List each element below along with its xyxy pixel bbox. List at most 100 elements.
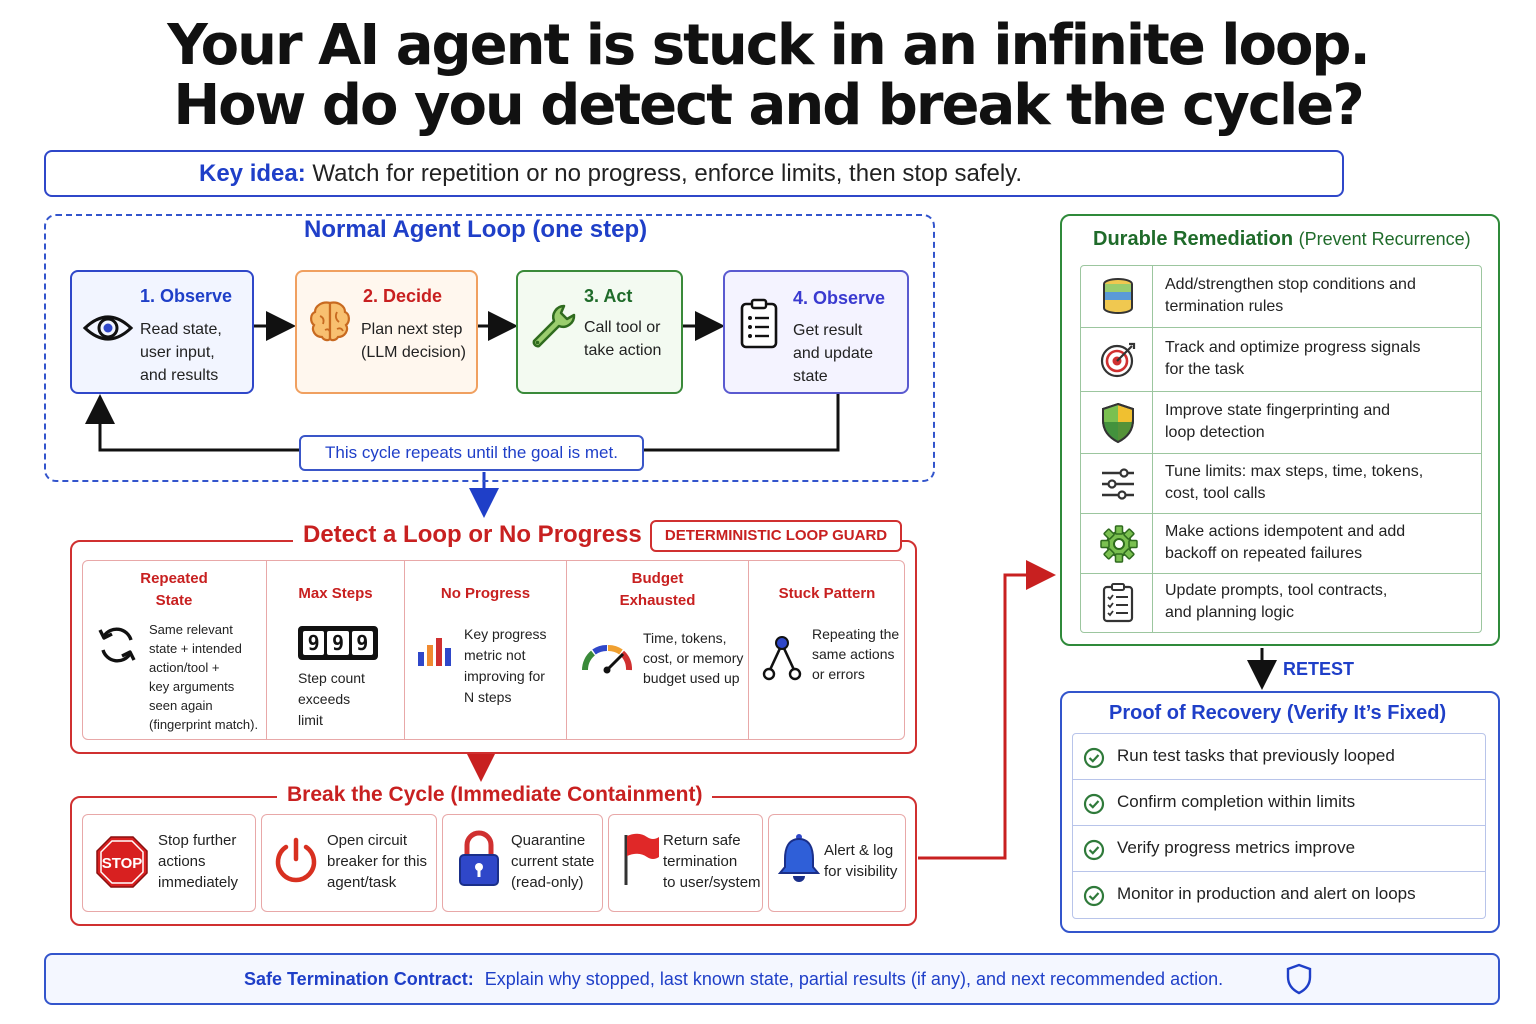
text-line: to user/system bbox=[663, 874, 761, 891]
text-line: state + intended bbox=[149, 641, 242, 656]
remediation-item: Improve state fingerprinting and loop de… bbox=[1081, 392, 1481, 454]
detect-title: Detect a Loop or No Progress bbox=[293, 521, 652, 549]
step-act: 3. Act Call tool or take action bbox=[516, 270, 683, 394]
lock-icon bbox=[459, 830, 499, 886]
detect-max-steps-title: Max Steps bbox=[298, 585, 373, 602]
text-line: Track and optimize progress signals bbox=[1165, 339, 1421, 356]
text-line: for the task bbox=[1165, 361, 1245, 378]
wrench-icon bbox=[532, 304, 576, 348]
text-line: N steps bbox=[464, 689, 512, 705]
remediation-text: Update prompts, tool contracts, and plan… bbox=[1165, 580, 1387, 624]
text-line: Update prompts, tool contracts, bbox=[1165, 582, 1388, 599]
text-line: termination rules bbox=[1165, 298, 1284, 315]
eye-icon bbox=[82, 315, 134, 341]
step-3-line: take action bbox=[584, 342, 662, 359]
break-item-quarantine: Quarantine current state (read-only) bbox=[442, 814, 603, 912]
step-4-line: state bbox=[793, 368, 828, 385]
key-idea-label: Key idea: bbox=[199, 160, 306, 187]
text-line: (read-only) bbox=[511, 874, 584, 891]
detect-max-steps-text: Step count exceeds limit bbox=[298, 668, 365, 731]
check-circle-icon bbox=[1083, 839, 1105, 861]
key-idea-text: Watch for repetition or no progress, enf… bbox=[312, 160, 1023, 187]
normal-loop-title: Normal Agent Loop (one step) bbox=[292, 216, 660, 244]
safe-termination-contract: Safe Termination Contract: Explain why s… bbox=[44, 953, 1500, 1005]
detect-no-progress-title: No Progress bbox=[440, 585, 531, 602]
page-title-line-2: How do you detect and break the cycle? bbox=[173, 73, 1364, 138]
bar-chart-icon bbox=[418, 638, 451, 666]
remediation-item: Update prompts, tool contracts, and plan… bbox=[1081, 574, 1481, 632]
detect-stuck-pattern-text: Repeating the same actions or errors bbox=[812, 624, 899, 684]
text-line: Quarantine bbox=[511, 832, 586, 849]
text-line: Open circuit bbox=[327, 832, 408, 849]
break-item-stop: STOP Stop further actions immediately bbox=[82, 814, 256, 912]
remediation-item: Track and optimize progress signals for … bbox=[1081, 328, 1481, 392]
contract-text: Explain why stopped, last known state, p… bbox=[484, 969, 1224, 989]
power-icon bbox=[275, 837, 317, 883]
remediation-item: Make actions idempotent and add backoff … bbox=[1081, 514, 1481, 574]
step-4-line: Get result bbox=[793, 322, 863, 339]
normal-loop-panel bbox=[44, 214, 935, 482]
proof-item-text: Monitor in production and alert on loops bbox=[1117, 884, 1416, 903]
step-3-text: Call tool or take action bbox=[584, 316, 661, 362]
proof-item: Monitor in production and alert on loops bbox=[1073, 872, 1485, 918]
step-4-title: 4. Observe bbox=[793, 288, 886, 308]
detect-grid bbox=[82, 560, 905, 740]
detect-divider bbox=[566, 560, 567, 740]
contract-label: Safe Termination Contract: bbox=[244, 969, 474, 989]
remediation-icon-cell bbox=[1081, 266, 1153, 327]
text-line: Tune limits: max steps, time, tokens, bbox=[1165, 463, 1424, 480]
proof-item: Confirm completion within limits bbox=[1073, 780, 1485, 826]
text-line: metric not bbox=[464, 647, 526, 663]
text-line: immediately bbox=[158, 874, 239, 891]
remediation-icon-cell bbox=[1081, 328, 1153, 391]
text-line: or errors bbox=[812, 666, 865, 682]
loop-guard-badge: DETERMINISTIC LOOP GUARD bbox=[650, 520, 902, 552]
step-1-line: user input, bbox=[140, 344, 215, 361]
break-item-alert: Alert & log for visibility bbox=[768, 814, 906, 912]
stop-sign-icon: STOP bbox=[96, 836, 148, 888]
step-2-line: Plan next step bbox=[361, 321, 463, 338]
break-item-text: Alert & log for visibility bbox=[824, 840, 897, 882]
text-line: cost, tool calls bbox=[1165, 485, 1266, 502]
proof-item-text: Confirm completion within limits bbox=[1117, 792, 1356, 811]
text-line: Time, tokens, bbox=[643, 630, 727, 646]
text-line: (fingerprint match). bbox=[149, 717, 259, 732]
text-line: limit bbox=[298, 712, 323, 728]
counter-digit: 9 bbox=[351, 631, 373, 655]
clipboard-icon bbox=[740, 298, 778, 349]
step-3-line: Call tool or bbox=[584, 319, 661, 336]
remediation-icon-cell bbox=[1081, 574, 1153, 632]
break-item-text: Return safe termination to user/system bbox=[663, 830, 761, 893]
text-line: Return safe bbox=[663, 832, 741, 849]
shield-icon bbox=[1102, 402, 1134, 444]
remediation-icon-cell bbox=[1081, 392, 1153, 453]
title-line: Budget bbox=[631, 570, 684, 587]
text-line: same actions bbox=[812, 646, 895, 662]
step-3-title: 3. Act bbox=[584, 286, 633, 306]
step-decide: 2. Decide Plan next step (LLM decision) bbox=[295, 270, 478, 394]
gauge-icon bbox=[581, 645, 632, 674]
text-line: backoff on repeated failures bbox=[1165, 545, 1363, 562]
text-line: and planning logic bbox=[1165, 604, 1294, 621]
stop-sign-text: STOP bbox=[102, 855, 143, 872]
break-item-text: Open circuit breaker for this agent/task bbox=[327, 830, 427, 893]
text-line: current state bbox=[511, 853, 595, 870]
text-line: Step count bbox=[298, 670, 365, 686]
proof-item: Verify progress metrics improve bbox=[1073, 826, 1485, 872]
step-1-title: 1. Observe bbox=[140, 286, 233, 306]
step-4-line: and update bbox=[793, 345, 874, 362]
text-line: exceeds bbox=[298, 691, 351, 707]
text-line: improving for bbox=[464, 668, 545, 684]
branch-icon bbox=[762, 636, 802, 681]
gear-icon bbox=[1100, 525, 1138, 563]
text-line: loop detection bbox=[1165, 424, 1265, 441]
step-1-line: Read state, bbox=[140, 321, 222, 338]
detect-repeated-state-text: Same relevant state + intended action/to… bbox=[149, 620, 258, 734]
remediation-item: Add/strengthen stop conditions and termi… bbox=[1081, 266, 1481, 328]
proof-title: Proof of Recovery (Verify It’s Fixed) bbox=[1109, 702, 1447, 724]
cycle-note: This cycle repeats until the goal is met… bbox=[299, 435, 644, 471]
text-line: agent/task bbox=[327, 874, 397, 891]
text-line: Make actions idempotent and add bbox=[1165, 523, 1406, 540]
text-line: Improve state fingerprinting and bbox=[1165, 402, 1391, 419]
